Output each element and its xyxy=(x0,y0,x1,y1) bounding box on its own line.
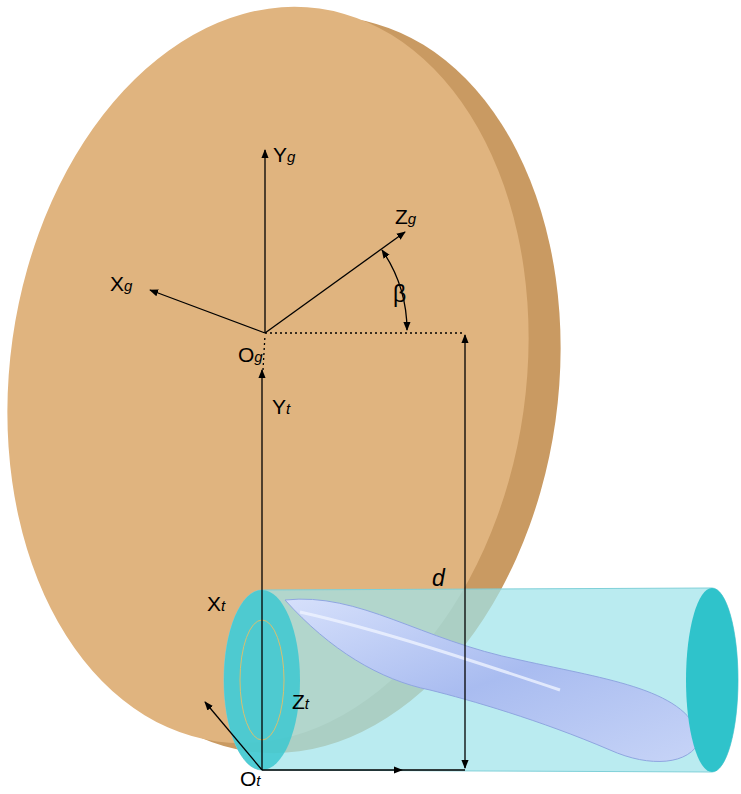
axis-label: Xg xyxy=(110,272,132,295)
axis-label: Zt xyxy=(292,690,309,713)
axis-label: Xt xyxy=(207,592,225,615)
origin-label: Ot xyxy=(240,767,261,790)
dimension-label: d xyxy=(432,566,445,591)
tool-cylinder xyxy=(224,588,738,772)
axis-label: Yt xyxy=(272,395,290,418)
axis-label: Zg xyxy=(395,205,416,228)
origin-label: Og xyxy=(238,343,263,366)
axis-label: Yg xyxy=(273,143,295,166)
angle-label: β xyxy=(393,282,406,307)
coordinate-axes xyxy=(150,150,465,770)
